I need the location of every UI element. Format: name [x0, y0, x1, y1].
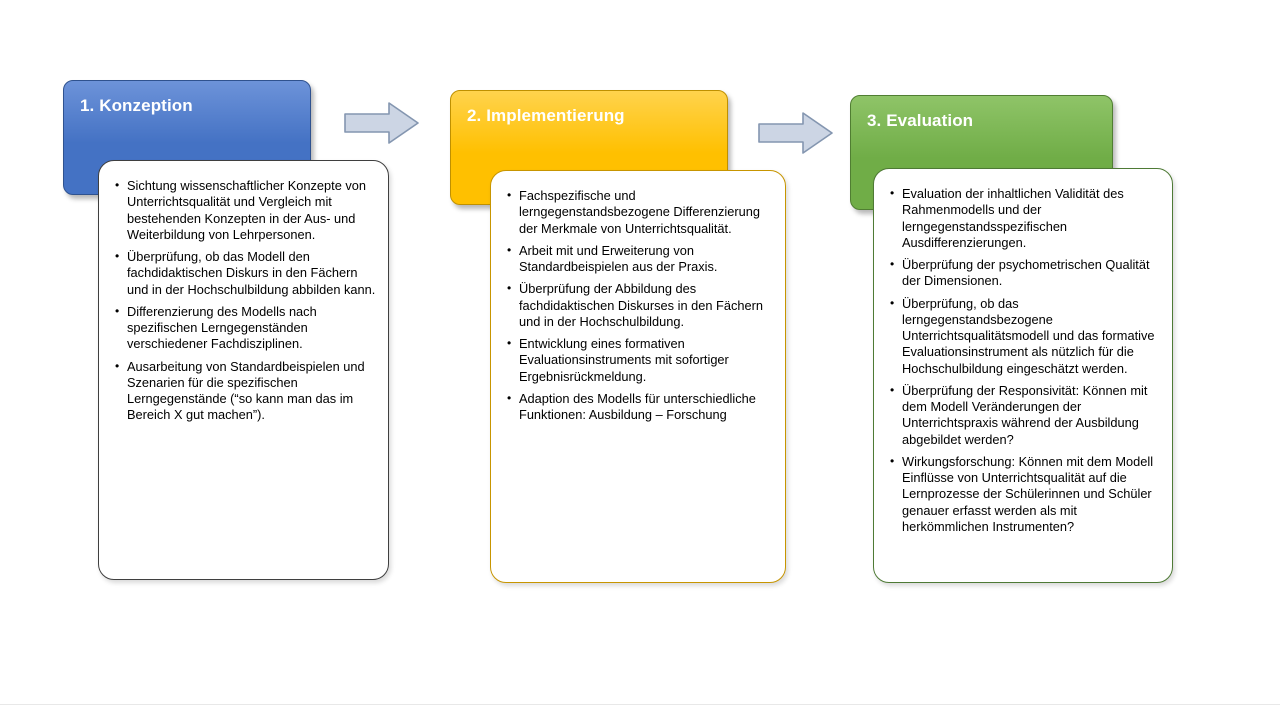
bullet-item: Fachspezifische und lerngegenstandsbezog…: [505, 188, 773, 237]
phase-2-title: 2. Implementierung: [467, 106, 625, 125]
bullet-item: Wirkungsforschung: Können mit dem Modell…: [888, 454, 1160, 535]
phase-2-content: Fachspezifische und lerngegenstandsbezog…: [490, 170, 786, 583]
bullet-item: Entwicklung eines formativen Evaluations…: [505, 336, 773, 385]
bullet-item: Adaption des Modells für unterschiedlich…: [505, 391, 773, 424]
bullet-item: Evaluation der inhaltlichen Validität de…: [888, 186, 1160, 251]
phase-2-bullet-list: Fachspezifische und lerngegenstandsbezog…: [505, 188, 773, 423]
bullet-item: Differenzierung des Modells nach spezifi…: [113, 304, 376, 353]
bullet-item: Sichtung wissenschaftlicher Konzepte von…: [113, 178, 376, 243]
bullet-item: Überprüfung, ob das lerngegenstandsbezog…: [888, 296, 1160, 377]
phase-1-bullet-list: Sichtung wissenschaftlicher Konzepte von…: [113, 178, 376, 424]
phase-3-title: 3. Evaluation: [867, 111, 974, 130]
phase-1-title: 1. Konzeption: [80, 96, 193, 115]
arrow-icon-1: [343, 98, 421, 148]
bullet-item: Überprüfung der Responsivität: Können mi…: [888, 383, 1160, 448]
arrow-icon-2: [757, 108, 835, 158]
phase-3-bullet-list: Evaluation der inhaltlichen Validität de…: [888, 186, 1160, 535]
slide-bottom-edge: [0, 704, 1280, 705]
bullet-item: Überprüfung der psychometrischen Qualitä…: [888, 257, 1160, 290]
bullet-item: Ausarbeitung von Standardbeispielen und …: [113, 359, 376, 424]
bullet-item: Überprüfung, ob das Modell den fachdidak…: [113, 249, 376, 298]
phase-3-content: Evaluation der inhaltlichen Validität de…: [873, 168, 1173, 583]
bullet-item: Überprüfung der Abbildung des fachdidakt…: [505, 281, 773, 330]
bullet-item: Arbeit mit und Erweiterung von Standardb…: [505, 243, 773, 276]
phase-1-content: Sichtung wissenschaftlicher Konzepte von…: [98, 160, 389, 580]
